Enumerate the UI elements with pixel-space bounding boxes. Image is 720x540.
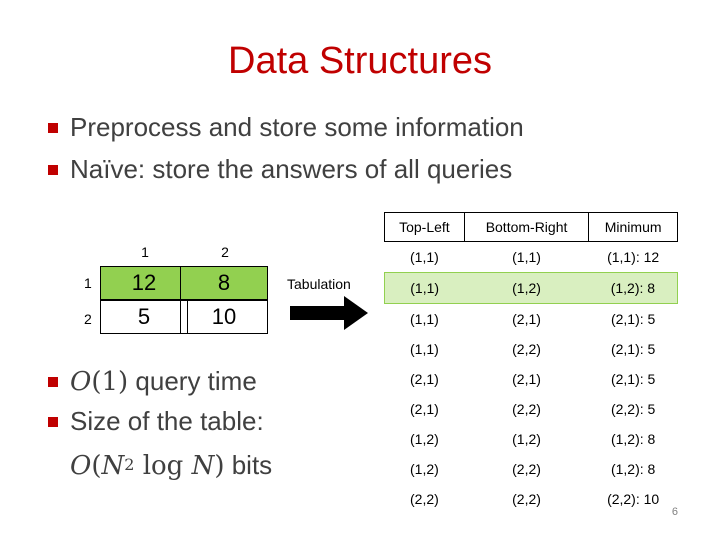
table-cell: (2,1)	[410, 401, 439, 417]
table-row: (2,2) (2,2) (2,2): 10	[385, 484, 678, 514]
bullet-query-time: O(1) query time	[48, 366, 257, 397]
table-cell: (2,1): 5	[610, 311, 656, 327]
bullet-text: Naïve: store the answers of all queries	[70, 154, 513, 184]
table-cell: (1,2): 8	[610, 431, 656, 447]
table-row: (2,1) (2,1) (2,1): 5	[385, 364, 678, 394]
table-cell: (2,1)	[512, 371, 541, 387]
row-header: 2	[84, 311, 92, 327]
bullet-marker	[48, 164, 58, 175]
slide-title: Data Structures	[228, 40, 492, 82]
matrix-cell: 8	[180, 266, 268, 300]
table-cell: (1,2)	[410, 431, 439, 447]
table-cell: (2,2)	[512, 461, 541, 477]
table-cell: (2,2)	[512, 401, 541, 417]
table-row-highlighted: (1,1) (1,2) (1,2): 8	[384, 272, 678, 304]
table-cell: (1,1)	[410, 249, 439, 265]
bullet-text: Preprocess and store some information	[70, 112, 524, 142]
page-number: 6	[671, 506, 678, 518]
table-cell: (1,2): 8	[588, 272, 678, 304]
bullet-marker	[48, 122, 58, 133]
bullet-marker	[48, 416, 58, 427]
table-cell: (1,2)	[410, 461, 439, 477]
bullet-text: Size of the table:	[70, 406, 264, 436]
table-cell: (1,1)	[410, 341, 439, 357]
table-header-row: Top-Left Bottom-Right Minimum	[384, 212, 678, 242]
bullet-preprocess: Preprocess and store some information	[48, 112, 524, 143]
table-cell: (2,2): 5	[610, 401, 656, 417]
bullet-marker	[48, 376, 58, 387]
table-cell: (2,2): 10	[607, 491, 660, 507]
bullet-text: O(N2 log N) bits	[70, 450, 273, 481]
table-row: (2,1) (2,2) (2,2): 5	[385, 394, 678, 424]
table-row: (1,2) (2,2) (1,2): 8	[385, 454, 678, 484]
right-arrow-icon	[290, 296, 368, 330]
bullet-table-size: Size of the table:	[48, 406, 264, 437]
table-cell: (2,1): 5	[610, 371, 656, 387]
table-cell: (2,1)	[410, 371, 439, 387]
column-header: 2	[221, 244, 229, 260]
table-cell: (2,2)	[410, 491, 439, 507]
column-header: Minimum	[588, 212, 678, 242]
matrix-cell: 12	[100, 266, 188, 300]
table-row: (1,2) (1,2) (1,2): 8	[385, 424, 678, 454]
table-cell: (2,2)	[512, 341, 541, 357]
bullet-naive: Naïve: store the answers of all queries	[48, 154, 512, 185]
table-cell: (2,1)	[512, 311, 541, 327]
table-cell: (2,2)	[512, 491, 541, 507]
tabulation-table: Top-Left Bottom-Right Minimum (1,1) (1,1…	[384, 212, 678, 514]
bullet-bits: O(N2 log N) bits	[70, 450, 272, 481]
table-row: (1,1) (2,2) (2,1): 5	[385, 334, 678, 364]
table-cell: (1,1): 12	[607, 249, 660, 265]
column-header: Top-Left	[384, 212, 465, 242]
column-header: Bottom-Right	[463, 212, 590, 242]
table-cell: (1,2)	[464, 272, 589, 304]
table-cell: (1,1)	[410, 311, 439, 327]
column-header: 1	[141, 244, 149, 260]
table-cell: (1,2)	[512, 431, 541, 447]
bullet-text: O(1) query time	[70, 366, 257, 397]
matrix-cell: 10	[180, 300, 268, 334]
table-cell: (2,1): 5	[610, 341, 656, 357]
math-o-n2-log-n: O(N2 log N)	[70, 451, 225, 481]
matrix-cell: 5	[100, 300, 188, 334]
tabulation-label: Tabulation	[287, 276, 351, 292]
math-o1: O(1)	[70, 367, 129, 397]
table-cell: (1,1)	[384, 272, 465, 304]
table-row: (1,1) (2,1) (2,1): 5	[385, 304, 678, 335]
table-cell: (1,1)	[512, 249, 541, 265]
table-row: (1,1) (1,1) (1,1): 12	[385, 242, 678, 273]
row-header: 1	[84, 275, 92, 291]
table-cell: (1,2): 8	[610, 461, 656, 477]
